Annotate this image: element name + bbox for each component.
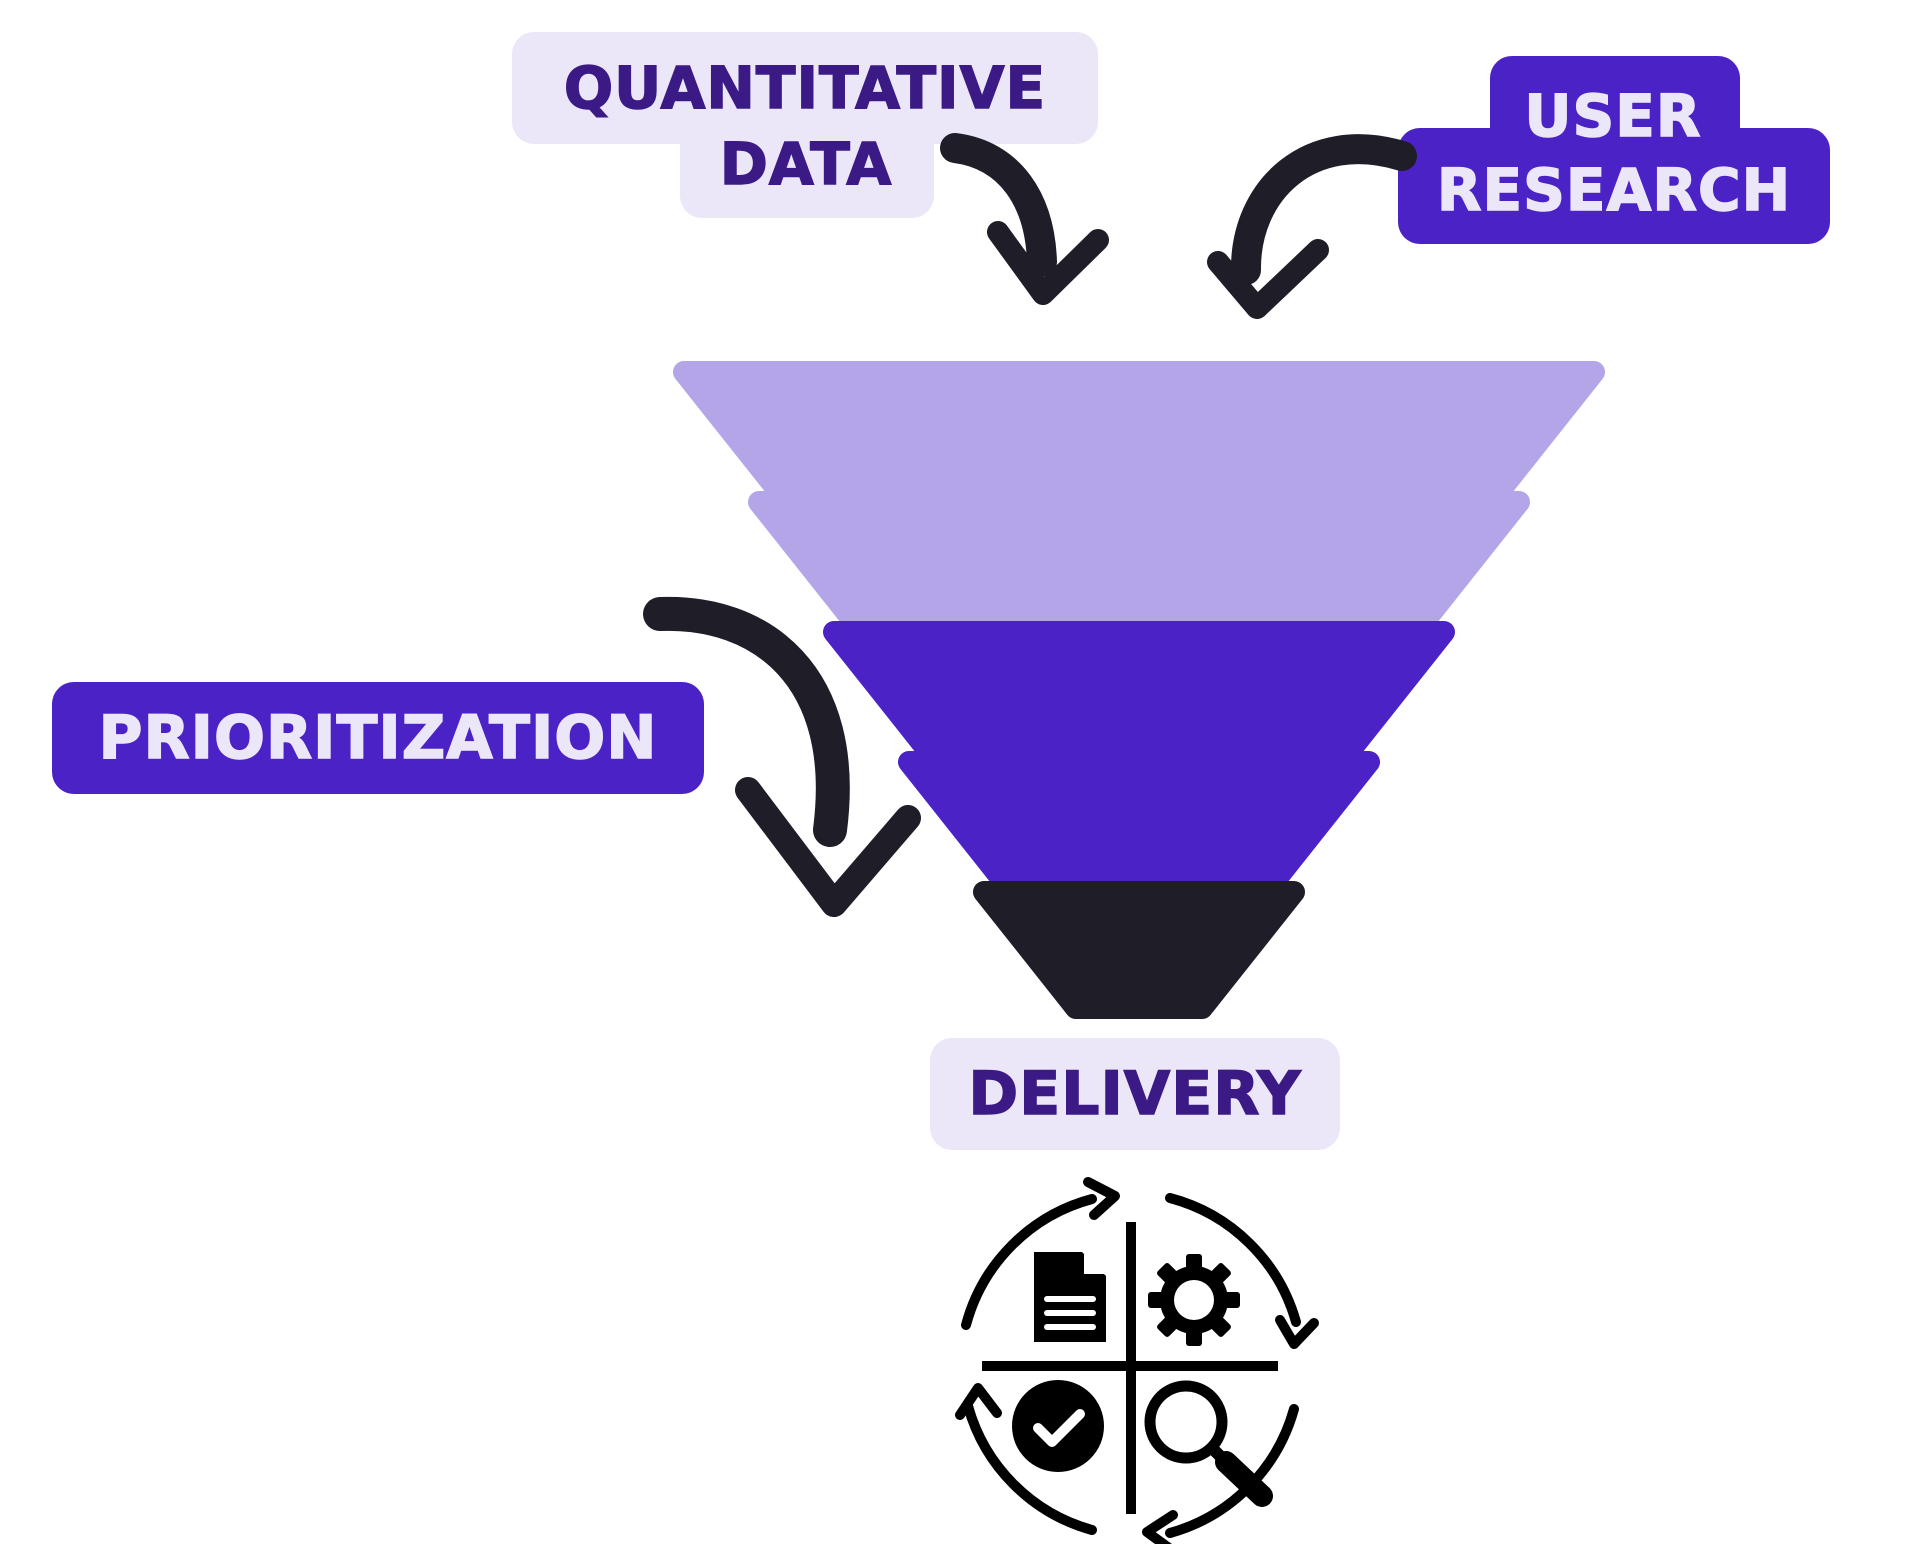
funnel-stage-5 [973, 881, 1305, 1019]
arrow-icon [643, 596, 921, 917]
magnifier-icon [1144, 1380, 1273, 1507]
quantitative-data-line2: DATA [720, 130, 892, 198]
user-research-line2: RESEARCH [1437, 156, 1791, 224]
delivery-label: DELIVERY [930, 1038, 1340, 1150]
quantitative-data-label: QUANTITATIVE DATA [512, 32, 1098, 218]
gear-icon [1148, 1254, 1240, 1346]
delivery-text: DELIVERY [968, 1059, 1302, 1129]
quantitative-data-line1: QUANTITATIVE [564, 54, 1046, 122]
user-research-label: USER RESEARCH [1398, 56, 1830, 244]
document-icon [1034, 1252, 1106, 1342]
funnel-stage-4 [898, 751, 1380, 889]
funnel-stage-1 [673, 361, 1605, 499]
arrow-icon [1207, 134, 1417, 319]
funnel-stage-3 [823, 621, 1455, 759]
check-icon [1012, 1380, 1104, 1472]
prioritization-text: PRIORITIZATION [98, 703, 657, 773]
arrow-icon [940, 133, 1109, 305]
funnel-stage-2 [748, 491, 1530, 629]
funnel [673, 361, 1605, 1019]
agile-cycle-icon [955, 1177, 1319, 1544]
prioritization-label: PRIORITIZATION [52, 682, 704, 794]
user-research-line1: USER [1524, 82, 1701, 150]
